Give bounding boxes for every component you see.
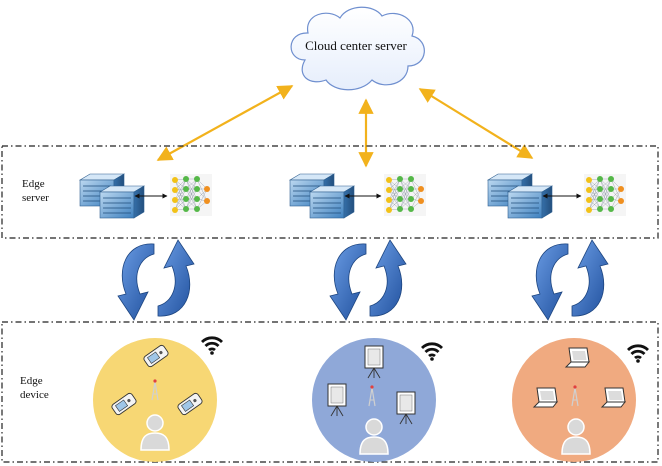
uplink-arrow-left (156, 85, 294, 161)
edge-device-label-line1: Edge (20, 375, 43, 387)
edge-device-label-line2: device (20, 389, 49, 401)
edge-device-frame (1, 321, 659, 463)
uplink-arrow-right (418, 88, 534, 159)
device-group-displays (312, 338, 444, 462)
neural-network-icon (383, 173, 427, 217)
wifi-icon (200, 336, 224, 357)
server-rack-icon (488, 174, 552, 218)
edge-node-3 (488, 173, 627, 218)
wifi-icon (420, 342, 444, 363)
sync-arrow-icon (117, 239, 195, 321)
sync-arrow-icon (531, 239, 609, 321)
edge-server-frame (1, 145, 659, 239)
sync-arrows (117, 239, 609, 321)
wifi-icon (626, 344, 650, 365)
server-rack-icon (80, 174, 144, 218)
server-rack-icon (290, 174, 354, 218)
cloud-center-server: Cloud center server (290, 6, 425, 91)
cloud-icon (290, 6, 425, 91)
edge-server-label-line2: server (22, 192, 49, 204)
neural-network-icon (169, 173, 213, 217)
device-group-phones (93, 336, 224, 462)
edge-node-1 (80, 173, 213, 218)
edge-device-tier: Edge device (1, 321, 659, 463)
device-group-circle (93, 338, 217, 462)
device-group-laptops (512, 338, 650, 462)
edge-server-label-line1: Edge (22, 178, 45, 190)
neural-network-icon (583, 173, 627, 217)
edge-server-tier: Edge server (1, 145, 659, 239)
uplink-arrows (156, 85, 534, 168)
edge-node-2 (290, 173, 427, 218)
sync-arrow-icon (329, 239, 407, 321)
cloud-label: Cloud center server (305, 38, 407, 53)
